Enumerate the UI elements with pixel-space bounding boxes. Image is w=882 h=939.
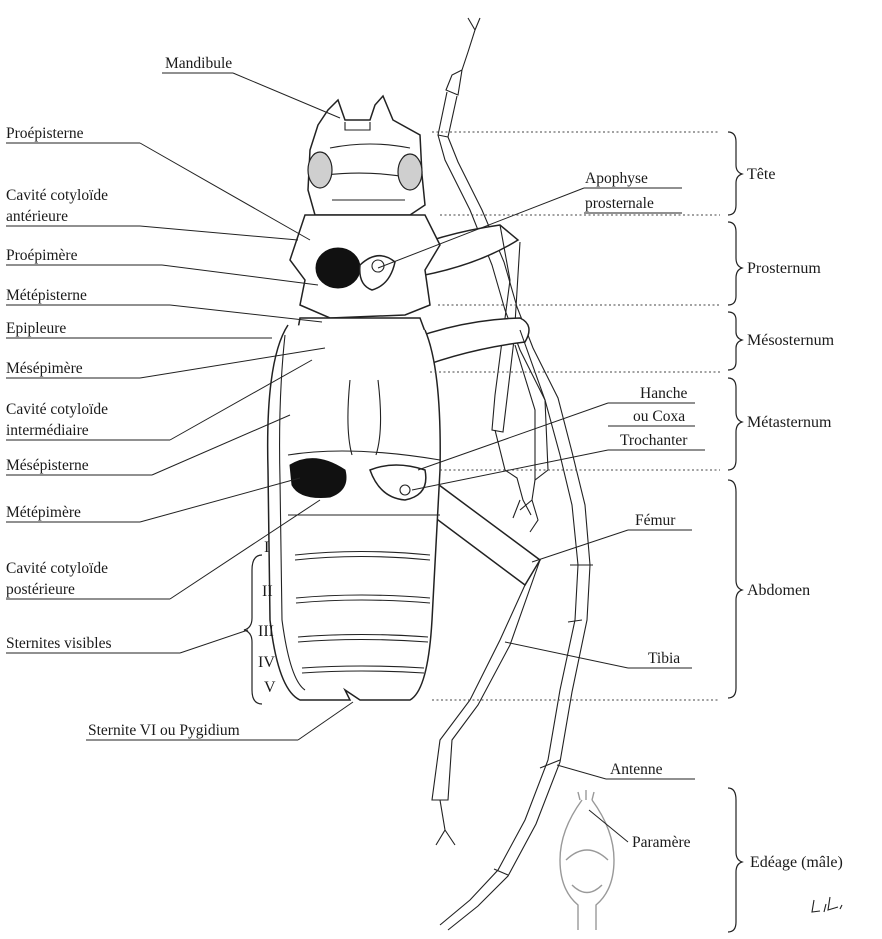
label-mesepimere: Mésépimère [6, 360, 83, 377]
sternite-numeral: II [262, 583, 273, 600]
right-labels: Apophyse prosternale Hanche ou Coxa Troc… [585, 170, 691, 851]
label-hanche-1: Hanche [640, 385, 687, 402]
label-cavite-anterieure-1: Cavité cotyloïde [6, 187, 108, 204]
sternite-numeral: IV [258, 654, 275, 671]
label-metepisterne: Métépisterne [6, 287, 87, 304]
prothorax [290, 215, 440, 318]
region-tete: Tête [747, 166, 775, 183]
region-braces [728, 132, 742, 932]
signature [812, 897, 842, 912]
head [308, 96, 425, 215]
label-cavite-intermediaire-1: Cavité cotyloïde [6, 401, 108, 418]
label-proepisterne: Proépisterne [6, 125, 84, 142]
region-abdomen: Abdomen [747, 582, 810, 599]
label-epipleure: Epipleure [6, 320, 66, 337]
label-hanche-2: ou Coxa [633, 408, 685, 425]
region-metasternum: Métasternum [747, 414, 832, 431]
label-cavite-anterieure-2: antérieure [6, 208, 68, 225]
label-mesepisterne: Mésépisterne [6, 457, 89, 474]
label-antenne: Antenne [610, 761, 663, 778]
label-cavite-posterieure-2: postérieure [6, 581, 75, 598]
label-femur: Fémur [635, 512, 676, 529]
label-sternite-vi: Sternite VI ou Pygidium [88, 722, 240, 739]
body-outline [268, 325, 441, 700]
label-paramere: Paramère [632, 834, 691, 851]
label-sternites-visibles: Sternites visibles [6, 635, 111, 652]
left-labels: Mandibule Proépisterne Cavité cotyloïde … [6, 55, 240, 739]
region-mesosternum: Mésosternum [747, 332, 835, 349]
label-proepimere: Proépimère [6, 247, 78, 264]
label-cavite-intermediaire-2: intermédiaire [6, 422, 89, 439]
label-trochanter: Trochanter [620, 432, 688, 449]
label-cavite-posterieure-1: Cavité cotyloïde [6, 560, 108, 577]
region-edeage: Edéage (mâle) [750, 854, 843, 871]
label-mandibule: Mandibule [165, 55, 232, 72]
label-tibia: Tibia [648, 650, 680, 667]
sternite-numeral: V [264, 679, 276, 696]
sternite-numeral: III [258, 623, 274, 640]
beetle-illustration [268, 18, 614, 930]
antenna [438, 18, 593, 930]
label-apophyse-2: prosternale [585, 195, 654, 212]
region-labels: Tête Prosternum Mésosternum Métasternum … [747, 166, 843, 871]
sternite-numeral: I [264, 539, 269, 556]
region-prosternum: Prosternum [747, 260, 821, 277]
label-metepimere: Métépimère [6, 504, 81, 521]
label-apophyse-1: Apophyse [585, 170, 648, 187]
aedeagus-illustration [560, 790, 614, 930]
